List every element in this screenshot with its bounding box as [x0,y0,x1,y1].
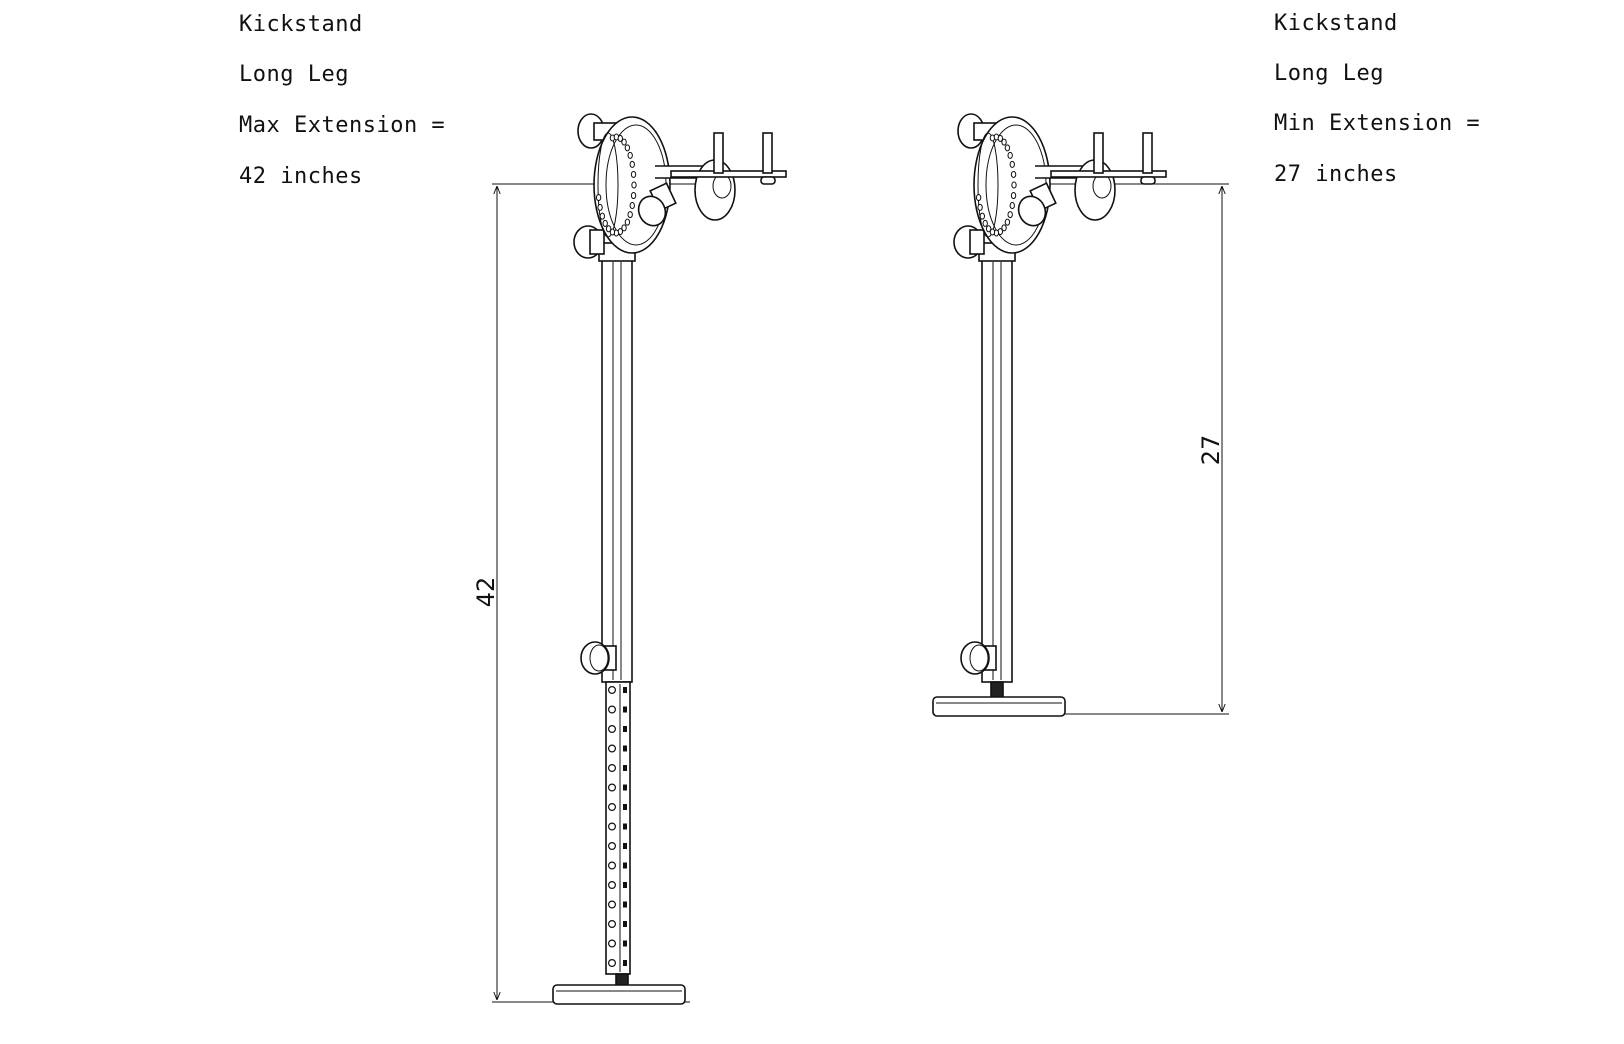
adjustment-hole [607,685,616,694]
disc-hole [624,144,631,152]
disc-hole [617,134,624,142]
disc-hole [1010,170,1017,178]
disc-hole [1004,144,1011,152]
min-head-assembly [953,113,1167,262]
right-note-title: Kickstand [1274,11,1398,36]
disc-hole [609,228,616,236]
max-leg-lock-knob [580,641,617,675]
disc-hole [979,212,986,220]
left-note-subtitle: Long Leg [239,62,349,87]
disc-hole [985,225,992,233]
left-note-extension-value: 42 inches [239,164,363,189]
adjustment-hole-side [623,921,627,927]
disc-hole [1011,181,1017,189]
adjustment-hole [607,763,616,772]
disc-hole [1001,224,1007,232]
disc-hole [602,219,608,227]
disc-hole [630,170,637,178]
disc-hole [621,138,627,146]
adjustment-hole [607,744,616,753]
left-note-title: Kickstand [239,12,363,37]
min-leg-lock-knob [960,641,997,675]
disc-hole [605,225,612,233]
adjustment-hole [607,958,616,967]
max-foot [552,973,686,1005]
adjustment-hole [607,900,616,909]
adjustment-hole-side [623,804,627,810]
max-disc-holes [595,133,637,237]
disc-hole [1004,218,1011,226]
disc-hole [624,218,631,226]
adjustment-hole-side [623,960,627,966]
disc-hole [977,203,983,211]
adjustment-hole [607,705,616,714]
right-note-extension-label: Min Extension = [1274,111,1481,136]
disc-hole [1001,138,1007,146]
disc-hole [1010,192,1017,200]
stand-max-extension: 42 [472,113,787,1005]
adjustment-hole [607,783,616,792]
stand-min-extension: 27 [932,113,1229,717]
right-note-subtitle: Long Leg [1274,61,1384,86]
adjustment-hole [607,802,616,811]
adjustment-hole [607,841,616,850]
disc-hole [975,194,982,202]
max-upper-tube [601,257,633,683]
adjustment-hole-side [623,843,627,849]
adjustment-hole-side [623,823,627,830]
adjustment-hole-side [623,726,627,732]
disc-hole [631,181,637,189]
disc-hole [627,211,633,219]
disc-hole [1007,151,1013,159]
adjustment-hole [607,822,616,831]
disc-hole [621,224,627,232]
disc-hole [599,212,606,220]
disc-hole [630,192,637,200]
adjustment-hole-side [623,706,627,713]
disc-hole [997,134,1004,142]
max-dim-label: 42 [472,577,500,608]
disc-hole [597,203,603,211]
adjustment-hole-side [623,901,627,908]
disc-hole [982,219,988,227]
disc-hole [1007,211,1013,219]
min-foot [932,681,1066,717]
adjustment-hole-side [623,940,627,947]
disc-hole [989,228,996,236]
max-head-assembly [573,113,787,262]
adjustment-hole [607,919,616,928]
disc-hole [629,160,635,168]
min-disc-holes [975,133,1017,237]
disc-hole [1009,160,1015,168]
left-note-extension-label: Max Extension = [239,113,446,138]
min-dim-label: 27 [1197,435,1225,466]
adjustment-hole [607,880,616,889]
adjustment-hole-side [623,687,627,693]
right-note-extension-value: 27 inches [1274,162,1398,187]
max-lower-tube-holes [607,685,627,967]
disc-hole [627,151,633,159]
adjustment-hole [607,939,616,948]
adjustment-hole-side [623,882,627,888]
adjustment-hole [607,861,616,870]
disc-hole [1009,202,1015,210]
adjustment-hole-side [623,862,627,869]
disc-hole [629,202,635,210]
adjustment-hole-side [623,765,627,771]
adjustment-hole-side [623,745,627,752]
max-lower-tube [605,681,631,975]
adjustment-hole-side [623,784,627,791]
min-tube [981,257,1013,683]
adjustment-hole [607,724,616,733]
disc-hole [595,194,602,202]
